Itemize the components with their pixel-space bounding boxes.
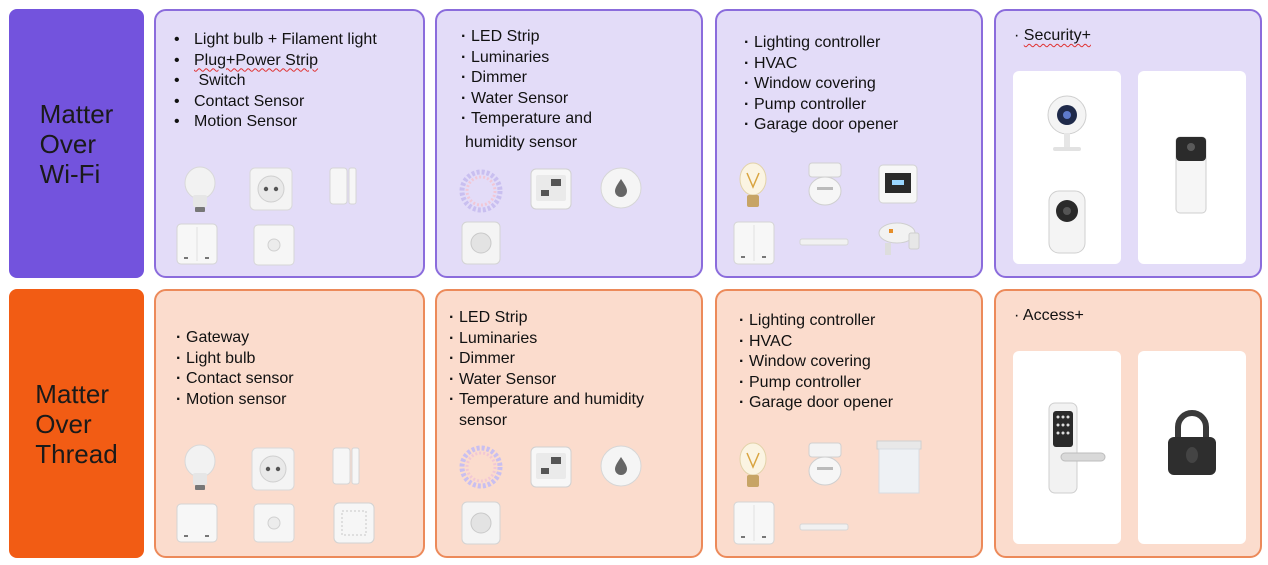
list-item: Light bulb + Filament light xyxy=(172,30,422,51)
device-list: Light bulb + Filament light Plug+Power S… xyxy=(172,30,422,133)
list-item: Contact Sensor xyxy=(172,92,422,113)
smoke-detector-icon xyxy=(808,442,842,486)
contact-sensor-icon xyxy=(332,447,360,485)
list-item-continuation: humidity sensor xyxy=(465,134,578,151)
list-item: LED Strip xyxy=(459,27,699,48)
garage-door-opener-icon xyxy=(878,222,920,255)
card-thread-lighting: LED Strip Luminaries Dimmer Water Sensor… xyxy=(435,289,703,558)
smoke-detector-icon xyxy=(808,162,842,206)
list-item: HVAC xyxy=(742,54,981,75)
led-strip-icon xyxy=(459,445,503,489)
security-camera-icon xyxy=(1047,95,1087,151)
list-item: Temperature and humidity xyxy=(447,390,701,411)
list-item: Motion sensor xyxy=(174,390,414,411)
motion-sensor-icon xyxy=(253,224,295,266)
smart-door-lock-icon xyxy=(1048,402,1106,494)
list-item: Luminaries xyxy=(459,48,699,69)
list-item: Motion Sensor xyxy=(172,112,422,133)
security-label: · Security+ xyxy=(1014,27,1091,44)
list-item: Dimmer xyxy=(459,68,699,89)
device-list: LED Strip Luminaries Dimmer Water Sensor… xyxy=(447,308,701,411)
list-item: Gateway xyxy=(174,328,414,349)
list-item: Water Sensor xyxy=(459,89,699,110)
security-panel-left xyxy=(1013,71,1121,264)
light-bulb-icon xyxy=(184,166,216,212)
row-label-text: Matter Over Thread xyxy=(35,378,118,469)
list-item: Temperature and xyxy=(459,109,699,130)
list-item: Luminaries xyxy=(447,329,701,350)
smart-plug-icon xyxy=(249,167,293,211)
list-item: Light bulb xyxy=(174,349,414,370)
list-item: HVAC xyxy=(737,332,977,353)
padlock-icon xyxy=(1168,410,1216,475)
list-item: Plug+Power Strip xyxy=(172,51,422,72)
row-label-text: Matter Over Wi-Fi xyxy=(39,98,114,189)
indoor-camera-icon xyxy=(1048,190,1086,254)
curtain-motor-icon xyxy=(799,238,849,246)
window-covering-switch-icon xyxy=(733,221,775,265)
list-item: Dimmer xyxy=(447,349,701,370)
card-wifi-security: · Security+ xyxy=(994,9,1262,278)
smart-plug-icon xyxy=(251,447,295,491)
curtain-motor-icon xyxy=(799,523,849,531)
window-covering-switch-icon xyxy=(733,501,775,545)
light-bulb-icon xyxy=(184,444,216,490)
list-item: Contact sensor xyxy=(174,369,414,390)
list-item-continuation: sensor xyxy=(459,412,508,429)
access-label: · Access+ xyxy=(1014,307,1084,324)
list-item: Window covering xyxy=(742,74,981,95)
device-list: Lighting controller HVAC Window covering… xyxy=(737,311,977,414)
list-item: Pump controller xyxy=(737,373,977,394)
list-item: Pump controller xyxy=(742,95,981,116)
list-item: Lighting controller xyxy=(737,311,977,332)
card-thread-access: · Access+ xyxy=(994,289,1262,558)
row-label-thread: Matter Over Thread xyxy=(9,289,144,558)
card-wifi-devices: Light bulb + Filament light Plug+Power S… xyxy=(154,9,425,278)
card-thread-controllers: Lighting controller HVAC Window covering… xyxy=(715,289,983,558)
filament-bulb-icon xyxy=(739,442,767,487)
security-panel-right xyxy=(1138,71,1246,264)
list-item: Water Sensor xyxy=(447,370,701,391)
temp-humidity-sensor-icon xyxy=(530,446,572,488)
video-doorbell-icon xyxy=(1175,136,1207,214)
card-thread-devices: Gateway Light bulb Contact sensor Motion… xyxy=(154,289,425,558)
list-item: LED Strip xyxy=(447,308,701,329)
access-panel-right xyxy=(1138,351,1246,544)
led-strip-icon xyxy=(459,169,503,213)
dimmer-icon xyxy=(461,221,501,265)
switch-icon xyxy=(176,223,218,265)
water-sensor-icon xyxy=(600,167,642,209)
list-item: Switch xyxy=(172,71,422,92)
list-item: Lighting controller xyxy=(742,33,981,54)
water-sensor-icon xyxy=(600,445,642,487)
thermostat-icon xyxy=(878,164,918,204)
window-blind-icon xyxy=(876,440,922,494)
list-item: Garage door opener xyxy=(737,393,977,414)
filament-bulb-icon xyxy=(739,162,767,207)
access-panel-left xyxy=(1013,351,1121,544)
device-list: Gateway Light bulb Contact sensor Motion… xyxy=(174,328,414,410)
list-item: Window covering xyxy=(737,352,977,373)
row-label-wifi: Matter Over Wi-Fi xyxy=(9,9,144,278)
motion-sensor-icon xyxy=(253,503,295,543)
temp-humidity-sensor-icon xyxy=(530,168,572,210)
contact-sensor-icon xyxy=(329,167,357,205)
device-list: LED Strip Luminaries Dimmer Water Sensor… xyxy=(459,27,699,130)
dimmer-icon xyxy=(461,501,501,545)
list-item: Garage door opener xyxy=(742,115,981,136)
gateway-icon xyxy=(333,502,375,544)
device-list: Lighting controller HVAC Window covering… xyxy=(742,33,981,136)
card-wifi-controllers: Lighting controller HVAC Window covering… xyxy=(715,9,983,278)
switch-icon xyxy=(176,503,218,543)
card-wifi-lighting: LED Strip Luminaries Dimmer Water Sensor… xyxy=(435,9,703,278)
